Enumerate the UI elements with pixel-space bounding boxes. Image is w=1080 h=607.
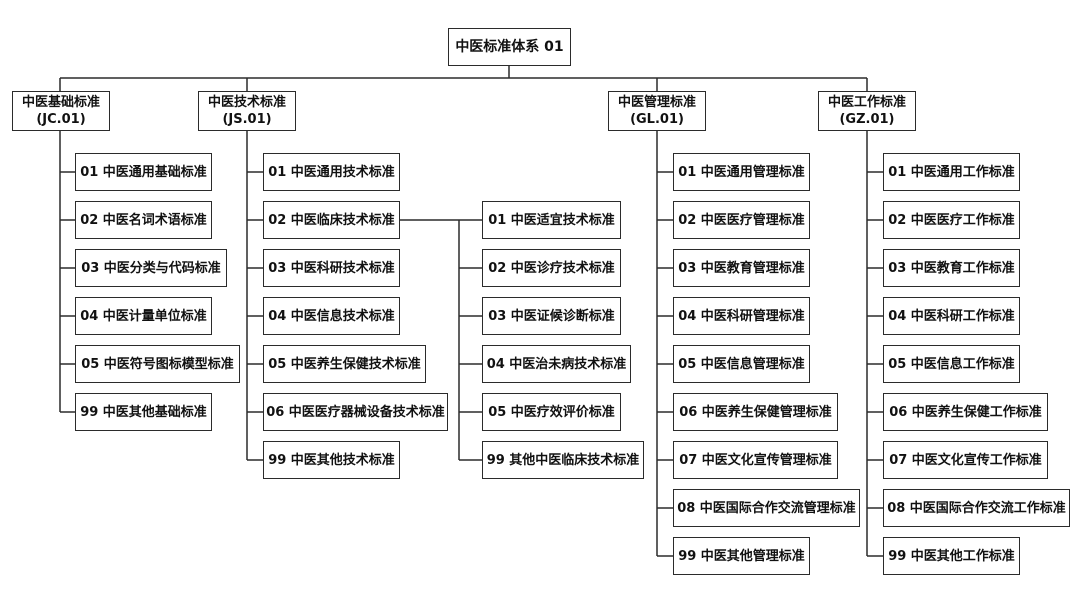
leaf-node: 05 中医符号图标模型标准	[75, 345, 240, 383]
leaf-label: 02 中医临床技术标准	[268, 212, 395, 228]
leaf-label: 99 中医其他管理标准	[678, 548, 805, 564]
leaf-node: 99 中医其他工作标准	[883, 537, 1020, 575]
leaf-node: 99 中医其他管理标准	[673, 537, 810, 575]
leaf-node: 01 中医通用工作标准	[883, 153, 1020, 191]
leaf-label: 07 中医文化宣传工作标准	[889, 452, 1042, 468]
leaf-node: 06 中医养生保健管理标准	[673, 393, 838, 431]
leaf-label: 03 中医分类与代码标准	[81, 260, 221, 276]
leaf-label: 08 中医国际合作交流工作标准	[887, 500, 1066, 516]
leaf-node: 02 中医医疗管理标准	[673, 201, 810, 239]
category-node-jc: 中医基础标准 (JC.01)	[12, 91, 110, 131]
leaf-node: 05 中医信息管理标准	[673, 345, 810, 383]
leaf-node: 02 中医临床技术标准	[263, 201, 400, 239]
leaf-label: 05 中医信息工作标准	[888, 356, 1015, 372]
leaf-label: 04 中医计量单位标准	[80, 308, 207, 324]
leaf-node: 01 中医通用基础标准	[75, 153, 212, 191]
sub-leaf-node: 99 其他中医临床技术标准	[482, 441, 644, 479]
leaf-node: 03 中医教育管理标准	[673, 249, 810, 287]
leaf-node: 06 中医养生保健工作标准	[883, 393, 1048, 431]
leaf-label: 04 中医治未病技术标准	[486, 356, 627, 372]
leaf-label: 03 中医科研技术标准	[268, 260, 395, 276]
leaf-node: 07 中医文化宣传管理标准	[673, 441, 838, 479]
leaf-label: 06 中医养生保健工作标准	[889, 404, 1042, 420]
leaf-label: 02 中医医疗工作标准	[888, 212, 1015, 228]
leaf-label: 01 中医通用基础标准	[80, 164, 207, 180]
leaf-label: 99 中医其他技术标准	[268, 452, 395, 468]
leaf-label: 06 中医养生保健管理标准	[679, 404, 832, 420]
leaf-label: 05 中医疗效评价标准	[488, 404, 615, 420]
category-node-gl: 中医管理标准 (GL.01)	[608, 91, 706, 131]
leaf-label: 03 中医教育管理标准	[678, 260, 805, 276]
category-code: (JS.01)	[222, 112, 272, 127]
category-node-js: 中医技术标准 (JS.01)	[198, 91, 296, 131]
leaf-node: 05 中医信息工作标准	[883, 345, 1020, 383]
category-code: (JC.01)	[36, 112, 86, 127]
leaf-node: 03 中医教育工作标准	[883, 249, 1020, 287]
leaf-label: 99 其他中医临床技术标准	[486, 452, 640, 468]
leaf-label: 03 中医教育工作标准	[888, 260, 1015, 276]
category-name: 中医基础标准	[21, 95, 100, 110]
leaf-label: 07 中医文化宣传管理标准	[679, 452, 832, 468]
leaf-label: 08 中医国际合作交流管理标准	[677, 500, 856, 516]
leaf-node: 03 中医科研技术标准	[263, 249, 400, 287]
category-node-gz: 中医工作标准 (GZ.01)	[818, 91, 916, 131]
leaf-label: 04 中医科研工作标准	[888, 308, 1015, 324]
category-name: 中医管理标准	[617, 95, 696, 110]
leaf-node: 04 中医科研工作标准	[883, 297, 1020, 335]
leaf-label: 04 中医信息技术标准	[268, 308, 395, 324]
sub-leaf-node: 02 中医诊疗技术标准	[482, 249, 621, 287]
leaf-node: 07 中医文化宣传工作标准	[883, 441, 1048, 479]
leaf-label: 01 中医通用管理标准	[678, 164, 805, 180]
leaf-label: 02 中医诊疗技术标准	[488, 260, 615, 276]
leaf-label: 01 中医通用工作标准	[888, 164, 1015, 180]
leaf-label: 03 中医证候诊断标准	[488, 308, 615, 324]
leaf-label: 05 中医信息管理标准	[678, 356, 805, 372]
category-name: 中医工作标准	[827, 95, 906, 110]
leaf-node: 08 中医国际合作交流工作标准	[883, 489, 1070, 527]
leaf-label: 02 中医医疗管理标准	[678, 212, 805, 228]
sub-leaf-node: 01 中医适宜技术标准	[482, 201, 621, 239]
category-code: (GZ.01)	[839, 112, 895, 127]
leaf-label: 05 中医养生保健技术标准	[268, 356, 421, 372]
leaf-node: 01 中医通用管理标准	[673, 153, 810, 191]
leaf-label: 99 中医其他工作标准	[888, 548, 1015, 564]
leaf-node: 02 中医医疗工作标准	[883, 201, 1020, 239]
leaf-label: 01 中医通用技术标准	[268, 164, 395, 180]
leaf-node: 99 中医其他技术标准	[263, 441, 400, 479]
leaf-label: 99 中医其他基础标准	[80, 404, 207, 420]
root-label: 中医标准体系 01	[455, 38, 564, 55]
leaf-node: 03 中医分类与代码标准	[75, 249, 227, 287]
leaf-label: 01 中医适宜技术标准	[488, 212, 615, 228]
leaf-node: 04 中医信息技术标准	[263, 297, 400, 335]
leaf-label: 06 中医医疗器械设备技术标准	[266, 404, 445, 420]
leaf-label: 05 中医符号图标模型标准	[81, 356, 234, 372]
leaf-label: 02 中医名词术语标准	[80, 212, 207, 228]
leaf-node: 08 中医国际合作交流管理标准	[673, 489, 860, 527]
leaf-node: 02 中医名词术语标准	[75, 201, 212, 239]
sub-leaf-node: 05 中医疗效评价标准	[482, 393, 621, 431]
category-name: 中医技术标准	[207, 95, 286, 110]
leaf-node: 01 中医通用技术标准	[263, 153, 400, 191]
leaf-node: 04 中医计量单位标准	[75, 297, 212, 335]
leaf-label: 04 中医科研管理标准	[678, 308, 805, 324]
leaf-node: 05 中医养生保健技术标准	[263, 345, 426, 383]
category-code: (GL.01)	[630, 112, 684, 127]
leaf-node: 06 中医医疗器械设备技术标准	[263, 393, 448, 431]
leaf-node: 04 中医科研管理标准	[673, 297, 810, 335]
leaf-node: 99 中医其他基础标准	[75, 393, 212, 431]
sub-leaf-node: 03 中医证候诊断标准	[482, 297, 621, 335]
sub-leaf-node: 04 中医治未病技术标准	[482, 345, 631, 383]
root-node: 中医标准体系 01	[448, 28, 571, 66]
